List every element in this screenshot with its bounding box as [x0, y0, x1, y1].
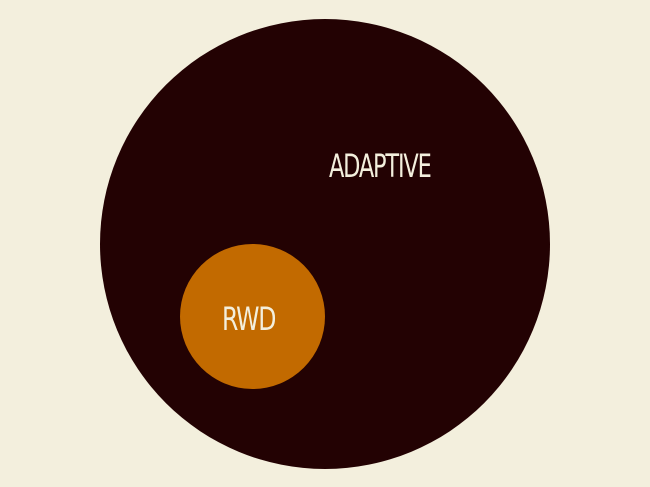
adaptive-set-label: ADAPTIVE: [329, 147, 432, 185]
rwd-set-label: RWD: [222, 300, 276, 338]
rwd-set-circle: [180, 244, 325, 389]
adaptive-set-circle: [100, 19, 550, 469]
